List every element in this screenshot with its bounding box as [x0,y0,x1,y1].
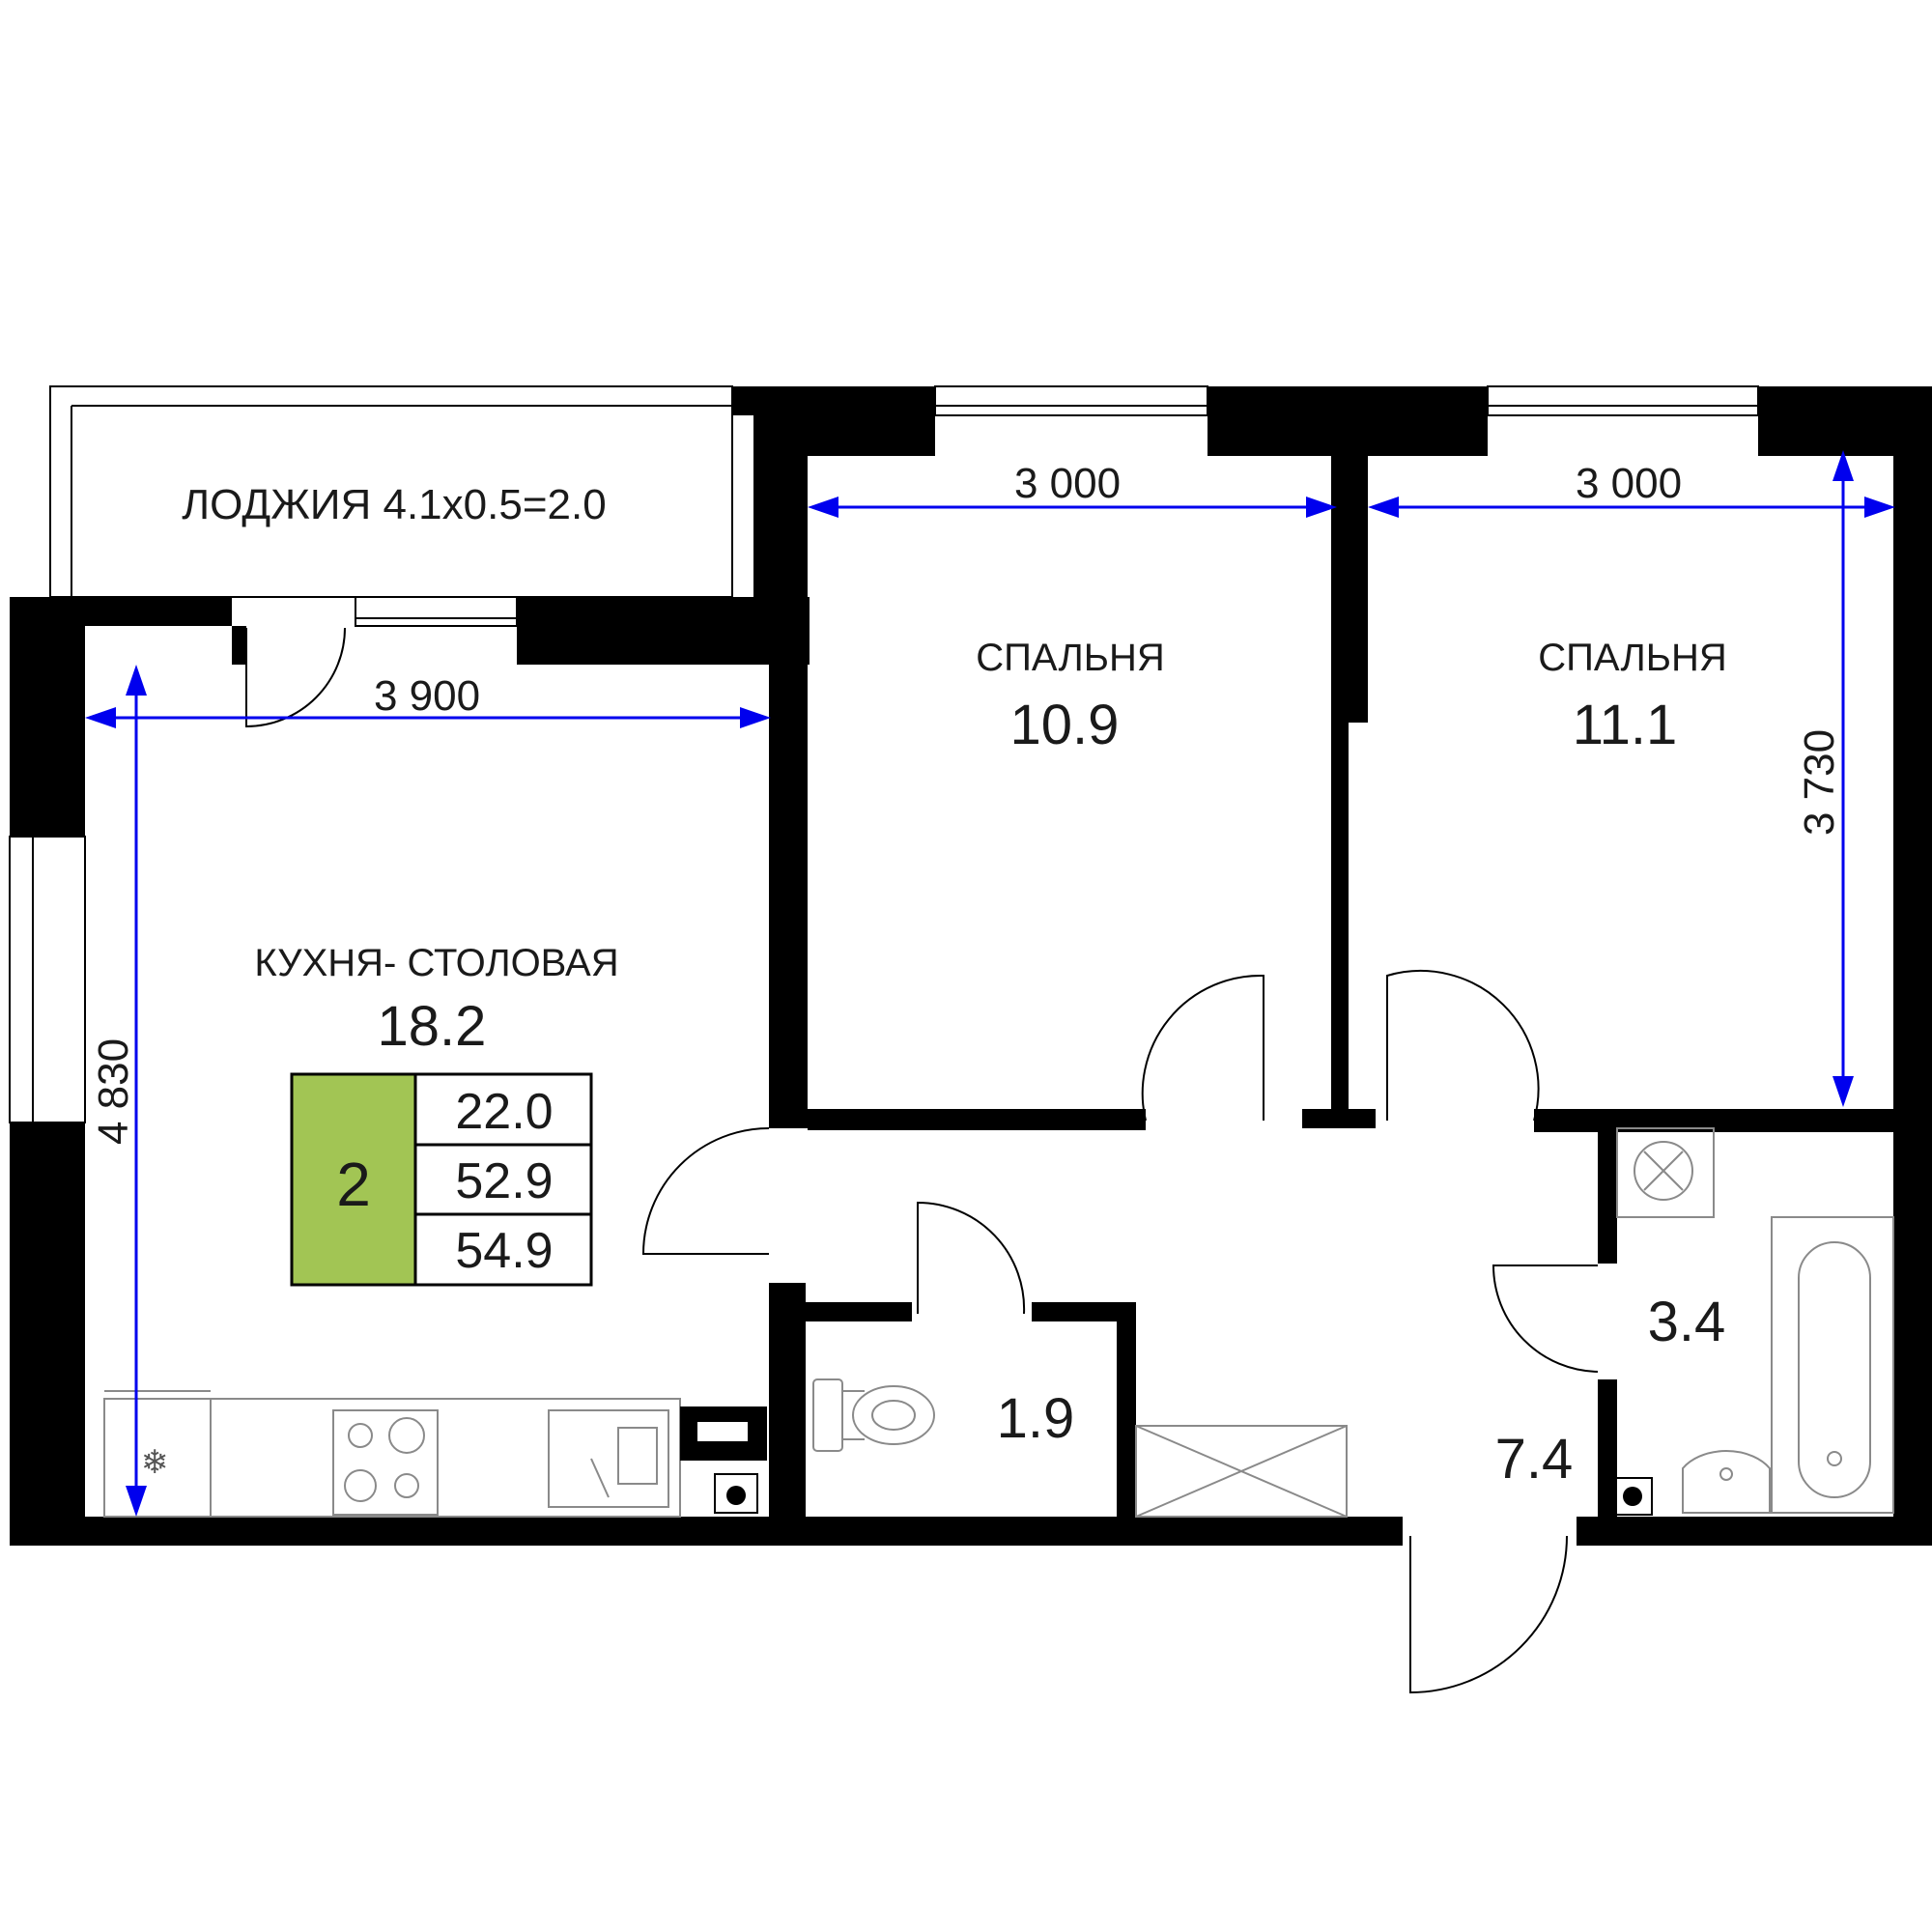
hallway-area: 7.4 [1495,1428,1574,1491]
rooms-count-badge [290,1072,417,1287]
total-area: 52.9 [455,1153,553,1209]
bathroom-fixtures [1612,1127,1894,1516]
outlet-icon [1612,1477,1653,1516]
kitchen-fixtures: ❄ [103,1390,767,1518]
bedroom1-width-dimension: 3 000 [1014,460,1121,507]
bedroom2-width-dimension: 3 000 [1576,460,1682,507]
wc-area: 1.9 [997,1387,1075,1450]
washer-outlet-icon [714,1473,758,1514]
living-area: 22.0 [455,1084,553,1140]
kitchen-depth-dimension: 4 830 [90,1038,137,1145]
apartment-summary: 2 22.0 52.9 54.9 [290,1072,593,1287]
loggia-label: ЛОДЖИЯ 4.1x0.5=2.0 [182,481,606,528]
dimension-lines [85,450,1895,1517]
svg-text:❄: ❄ [141,1444,169,1481]
bedroom1-name: СПАЛЬНЯ [976,637,1164,679]
kitchen-width-dimension: 3 900 [374,672,480,720]
sink-basin-icon [1682,1450,1771,1514]
wardrobe [1135,1425,1348,1518]
bedroom2-name: СПАЛЬНЯ [1538,637,1726,679]
sink-icon [548,1409,669,1508]
kitchen-name: КУХНЯ- СТОЛОВАЯ [254,942,618,984]
bedroom2-depth-dimension: 3 730 [1796,729,1843,836]
rooms-count: 2 [336,1150,371,1219]
doors [245,627,1599,1694]
toilet-icon [812,1378,935,1452]
bedroom1-area: 10.9 [1010,694,1120,756]
washer-icon [1616,1127,1715,1218]
stove-icon [332,1409,439,1516]
bathroom-area: 3.4 [1648,1291,1726,1353]
windows [9,385,1759,1123]
bedroom2-area: 11.1 [1573,694,1678,756]
bathtub-icon [1771,1216,1894,1514]
total-area-with-loggia: 54.9 [455,1223,553,1279]
kitchen-area: 18.2 [378,995,487,1058]
snowflake-icon: ❄ [141,1444,169,1481]
